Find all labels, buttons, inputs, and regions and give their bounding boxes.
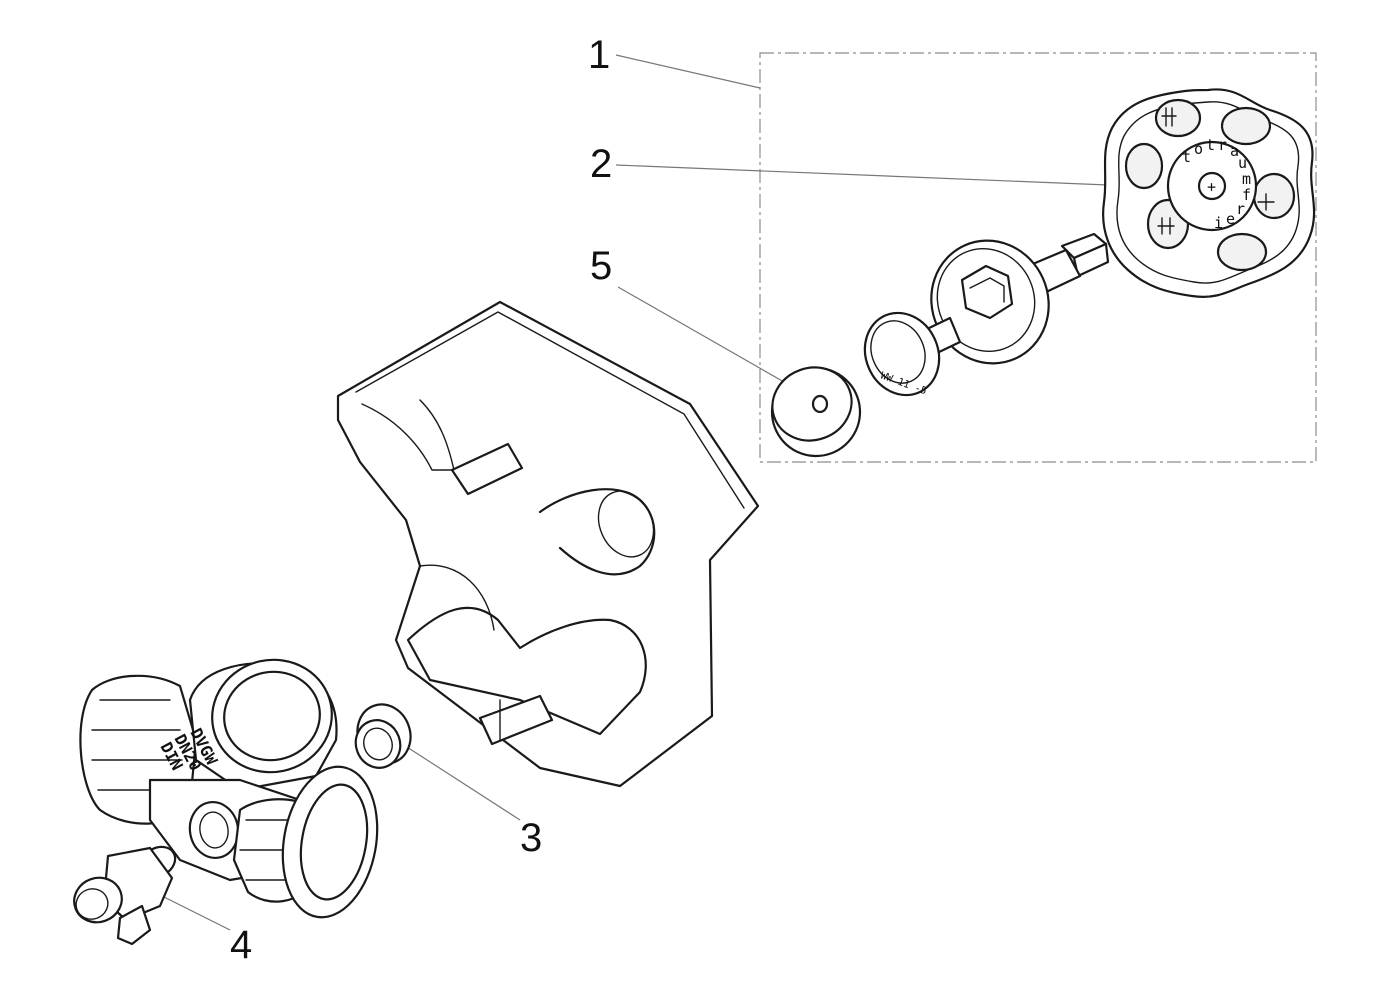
handwheel-letter: t <box>1206 136 1215 154</box>
seal-disc <box>770 366 862 458</box>
hex-nut <box>960 264 1014 320</box>
shell-top-edge <box>355 311 745 509</box>
handwheel-window-4 <box>1216 232 1268 272</box>
handwheel-letter: o <box>1194 140 1203 158</box>
shell-left-arc <box>419 564 495 631</box>
outlet-socket-bore <box>299 783 369 901</box>
handwheel-letter: a <box>1230 142 1239 160</box>
handwheel-center-cap <box>1197 171 1227 201</box>
drain-hose-nozzle <box>116 904 152 946</box>
handwheel-letter: r <box>1236 200 1245 218</box>
handwheel-letter: t <box>1182 148 1191 166</box>
plug <box>354 703 412 769</box>
handwheel-letter: e <box>1226 210 1235 228</box>
shell-clip-bottom <box>478 694 554 746</box>
insulation-shell <box>336 300 760 788</box>
handwheel-letter: f <box>1242 186 1251 204</box>
body-top-socket-bore <box>223 670 321 762</box>
leader-1 <box>615 54 761 89</box>
handwheel-symbol: + <box>1207 178 1216 196</box>
handwheel-rim-inner <box>1116 101 1300 284</box>
handwheel-letter: u <box>1238 154 1247 172</box>
shell-clip-top <box>450 442 524 496</box>
handwheel-window-2 <box>1220 106 1272 146</box>
assembly-frame <box>759 52 1317 463</box>
handwheel-window-1 <box>1154 98 1202 138</box>
bonnet-flange-inner <box>936 247 1036 353</box>
handwheel-letter: r <box>1218 136 1227 154</box>
plug-inner <box>363 727 393 761</box>
spindle-upper-part: WW 11 -5 <box>863 232 1110 397</box>
drain-cap-face <box>75 888 109 920</box>
callout-1: 1 <box>588 33 610 77</box>
callout-2: 2 <box>590 142 612 186</box>
shell-lower-cavity <box>406 606 647 736</box>
shell-bore-ring <box>597 490 655 558</box>
valve-body: DVGW DN20 DIN <box>79 658 379 919</box>
callout-4: 4 <box>230 923 252 967</box>
handwheel: + t o t r a u m f r e i <box>1102 88 1316 298</box>
handwheel-window-3 <box>1252 172 1296 220</box>
drain-cap <box>73 876 123 924</box>
callout-3: 3 <box>520 816 542 860</box>
leader-3 <box>392 737 521 821</box>
seal-disc-hole <box>811 394 829 414</box>
union-nut-left-knurl <box>91 699 183 791</box>
drain-valve <box>73 845 177 946</box>
valve-disc-inner <box>870 320 926 384</box>
handwheel-letter: i <box>1214 214 1223 232</box>
callout-5: 5 <box>590 244 612 288</box>
handwheel-letter: m <box>1242 170 1251 188</box>
body-side-port-bore <box>199 811 229 849</box>
hex-nut-facet <box>969 277 1005 303</box>
callout-numbers: 1 2 5 3 4 <box>230 33 612 967</box>
leader-2 <box>615 164 1109 186</box>
handwheel-logo-marks <box>1157 107 1275 235</box>
handwheel-window-6 <box>1124 142 1164 190</box>
leader-5 <box>617 286 806 395</box>
shell-left-cutout <box>361 399 455 471</box>
